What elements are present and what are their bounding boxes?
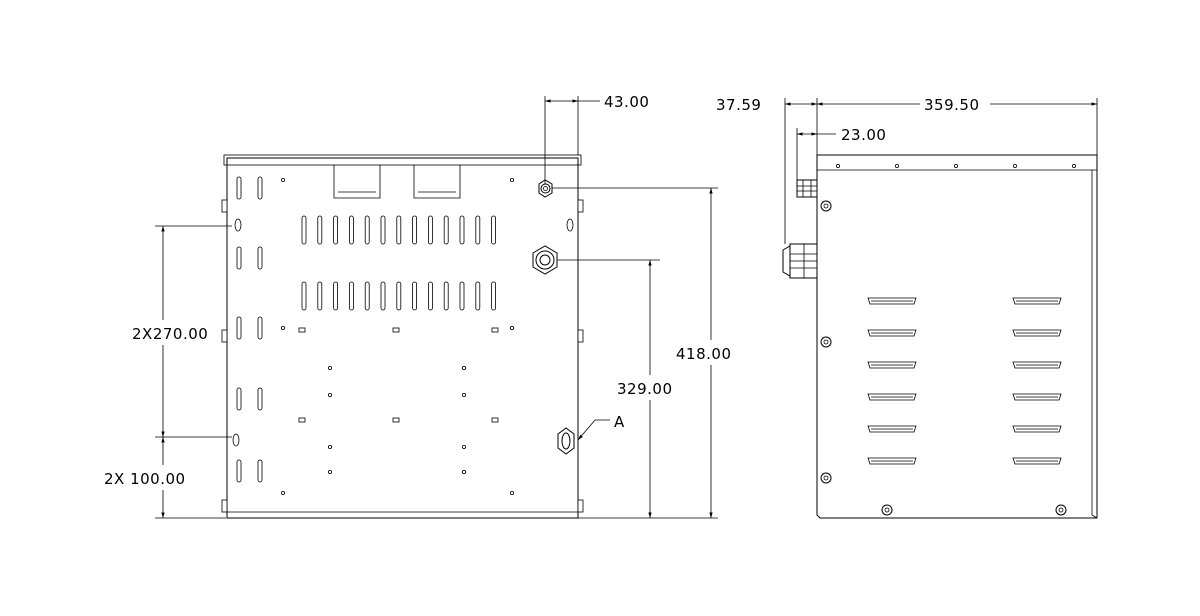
dim-329: 329.00 [557,259,673,518]
vent-slot [443,215,449,245]
dim-43: 43.00 [544,93,649,184]
knockout-a [557,427,575,455]
vent-slot [317,215,323,245]
louver [867,329,917,337]
dim-23-label: 23.00 [841,126,886,144]
vent-slot [396,215,402,245]
louver [867,457,917,465]
side-small-gland [796,179,818,198]
vent-slot [380,215,386,245]
vent-slot [459,215,465,245]
top-brackets [333,165,461,199]
side-louvers [867,297,1062,465]
dim-37: 37.59 [716,96,817,114]
louver [867,297,917,305]
front-edge-tabs [221,199,584,513]
vent-slot [475,281,481,311]
vent-slot [427,281,433,311]
louver [867,425,917,433]
small-gland [538,179,553,198]
louver [1012,457,1062,465]
vent-slot [301,215,307,245]
vent-slot [475,215,481,245]
mounting-holes [280,177,514,495]
callout-a-label: A [614,413,625,431]
dim-100: 2X 100.00 [104,437,226,519]
vent-slot [427,215,433,245]
vent-slot [380,281,386,311]
vent-slot [333,215,339,245]
side-view: 359.50 37.59 23.00 [716,96,1098,519]
callout-leader [577,419,610,441]
vent-slot [348,281,354,311]
louver [1012,393,1062,401]
vent-row-upper [301,215,497,245]
louver [1012,329,1062,337]
dim-100-label: 2X 100.00 [104,470,186,488]
vent-slot [412,215,418,245]
dim-37-label: 37.59 [716,96,761,114]
louver [1012,297,1062,305]
dim-418-label: 418.00 [676,345,732,363]
vent-slot [333,281,339,311]
vent-slot [348,215,354,245]
front-view: A 43.00 418.00 329.00 [104,93,732,519]
dim-418: 418.00 [552,187,732,519]
vent-slot [491,215,497,245]
vent-slot [443,281,449,311]
vent-slot [364,281,370,311]
louver [867,361,917,369]
vent-row-lower [301,281,497,311]
dim-359: 359.50 [784,96,1098,244]
vent-slot [459,281,465,311]
dim-270-label: 2X270.00 [132,325,208,343]
louver [867,393,917,401]
dim-270: 2X270.00 [132,225,232,438]
square-cutouts [298,327,499,423]
dim-359-label: 359.50 [924,96,980,114]
vent-slot [491,281,497,311]
vent-slot [364,215,370,245]
dim-43-label: 43.00 [604,93,649,111]
large-gland [532,245,558,275]
side-enclosure-body [816,154,1098,519]
side-large-gland [782,243,818,279]
side-studs [820,200,1067,516]
dim-329-label: 329.00 [617,380,673,398]
louver [1012,361,1062,369]
dim-23: 23.00 [796,126,886,180]
left-slots [232,176,574,483]
vent-slot [317,281,323,311]
vent-slot [396,281,402,311]
front-enclosure-body [226,157,579,519]
louver [1012,425,1062,433]
vent-slot [301,281,307,311]
vent-slot [412,281,418,311]
side-top-holes [836,163,1077,168]
